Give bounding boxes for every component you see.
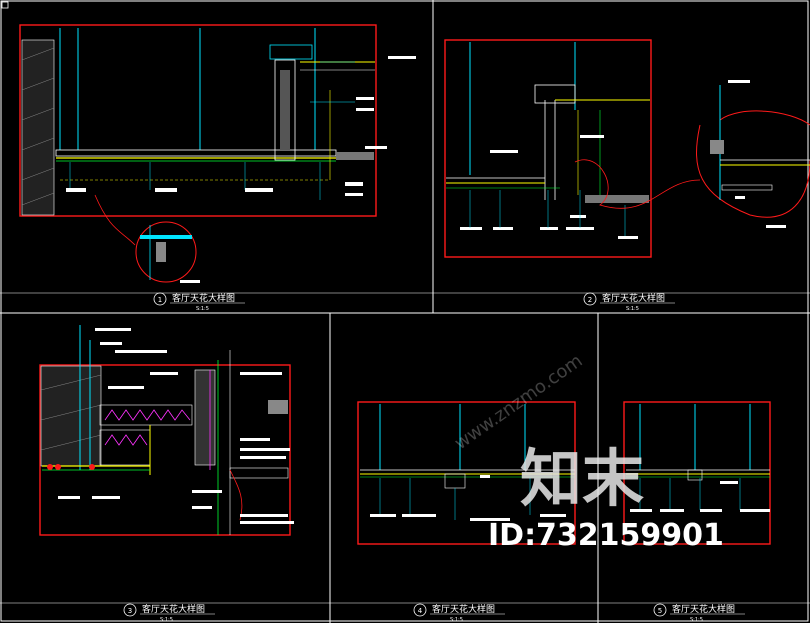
- panel-3-scale: S:1:5: [160, 617, 173, 623]
- panel-3-number: 3: [128, 607, 132, 615]
- panel-4-title-text: 客厅天花大样图: [432, 603, 495, 615]
- panel-5-number: 5: [658, 607, 662, 615]
- panel-2-border: [444, 39, 652, 258]
- panel-4-scale: S:1:5: [450, 617, 463, 623]
- panel-2-title: 2 客厅天花大样图 S:1:5: [583, 292, 675, 312]
- panel-1-detail: [19, 24, 416, 283]
- panel-5-scale: S:1:5: [690, 617, 703, 623]
- panel-4-border: [357, 401, 576, 545]
- panel-1-title-text: 客厅天花大样图: [172, 292, 235, 304]
- panel-2-detail: [444, 39, 810, 258]
- panel-5-title: 5 客厅天花大样图 S:1:5: [653, 603, 745, 623]
- watermark-id: ID:732159901: [488, 518, 724, 553]
- panel-3-title: 3 客厅天花大样图 S:1:5: [123, 603, 215, 623]
- panel-5-detail: [623, 401, 771, 545]
- panel-1-title: 1 客厅天花大样图 S:1:5: [153, 292, 245, 312]
- panel-3-title-text: 客厅天花大样图: [142, 603, 205, 615]
- panel-1-border: [19, 24, 377, 217]
- panel-4-detail: [357, 401, 576, 545]
- watermark-logo: 知末: [520, 442, 644, 515]
- panel-1-number: 1: [158, 296, 162, 304]
- panel-2-number: 2: [588, 296, 592, 304]
- corner-marker: [1, 1, 9, 9]
- panel-3-detail: [39, 325, 294, 536]
- panel-5-title-text: 客厅天花大样图: [672, 603, 735, 615]
- panel-1-scale: S:1:5: [196, 306, 209, 312]
- panel-2-scale: S:1:5: [626, 306, 639, 312]
- panel-4-number: 4: [418, 607, 423, 615]
- panel-5-border: [623, 401, 771, 545]
- watermark: 知末 ID:732159901 www.znzmo.com: [451, 350, 724, 553]
- panel-2-title-text: 客厅天花大样图: [602, 292, 665, 304]
- panel-4-title: 4 客厅天花大样图 S:1:5: [413, 603, 505, 623]
- panel-1-number-circle: [153, 292, 167, 306]
- panel-1-wall: [21, 39, 55, 216]
